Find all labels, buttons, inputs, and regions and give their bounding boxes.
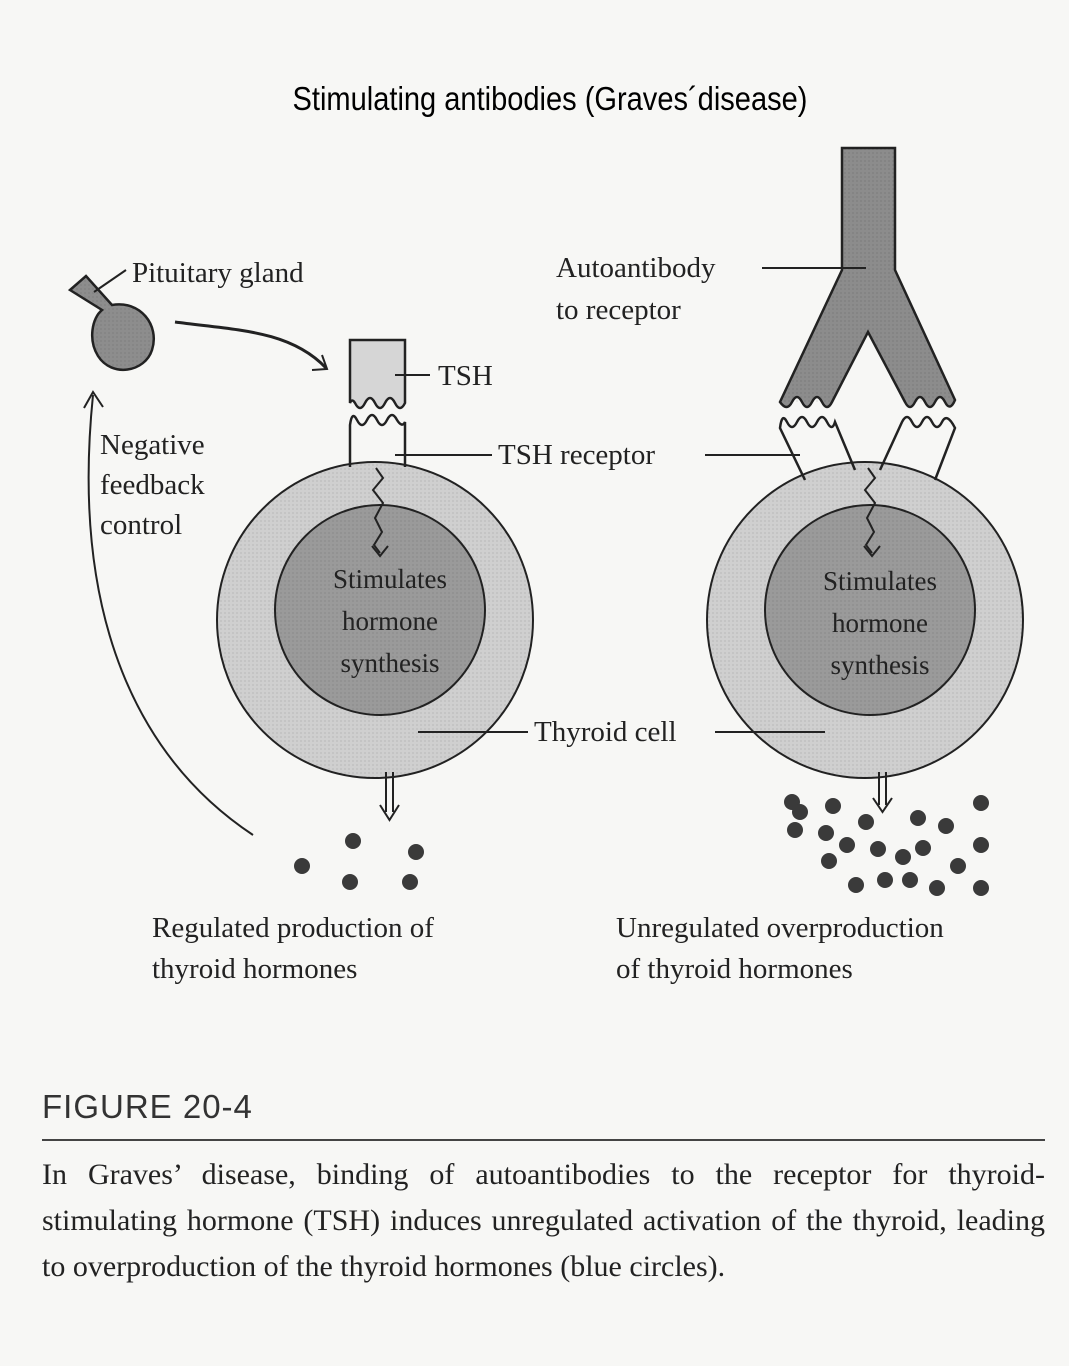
diagram-title: Stimulating antibodies (Graves´disease) bbox=[292, 80, 808, 117]
thyroid-cell-label: Thyroid cell bbox=[534, 716, 677, 748]
tsh-hormone-icon bbox=[348, 338, 430, 410]
caption-divider bbox=[42, 1139, 1045, 1141]
hormone-dot bbox=[938, 818, 954, 834]
figure-caption: In Graves’ disease, binding of autoantib… bbox=[42, 1158, 1045, 1283]
hormone-dot bbox=[973, 880, 989, 896]
leader-lines bbox=[395, 267, 866, 733]
hormone-dot bbox=[792, 804, 808, 820]
hormone-dot bbox=[818, 825, 834, 841]
hormone-dot bbox=[294, 858, 310, 874]
hormone-dot bbox=[915, 840, 931, 856]
tsh-label: TSH bbox=[438, 360, 493, 392]
regulated-label-line1: Regulated production of bbox=[152, 912, 434, 944]
tsh-receptor-right bbox=[778, 415, 957, 558]
stimulates-label-left-1: Stimulates bbox=[333, 564, 447, 594]
hormone-dot bbox=[950, 858, 966, 874]
hormone-dot bbox=[858, 814, 874, 830]
hormone-dot bbox=[895, 849, 911, 865]
hormone-dot bbox=[787, 822, 803, 838]
hormone-dot bbox=[870, 841, 886, 857]
hormone-dot bbox=[342, 874, 358, 890]
hormone-dot bbox=[910, 810, 926, 826]
hormone-dot bbox=[402, 874, 418, 890]
hormone-dot bbox=[929, 880, 945, 896]
unregulated-label-line2: of thyroid hormones bbox=[616, 953, 853, 985]
hormone-dot bbox=[902, 872, 918, 888]
hormone-dot bbox=[345, 833, 361, 849]
stimulates-label-left-2: hormone bbox=[342, 606, 438, 636]
hormone-dot bbox=[408, 844, 424, 860]
hormone-dots-regulated bbox=[294, 833, 424, 890]
hormone-dot bbox=[825, 798, 841, 814]
hormone-dot bbox=[839, 837, 855, 853]
stimulates-label-right-1: Stimulates bbox=[823, 566, 937, 596]
hormone-dot bbox=[973, 837, 989, 853]
hormone-dot bbox=[821, 853, 837, 869]
stimulates-label-right-3: synthesis bbox=[830, 650, 930, 680]
output-arrow-left-icon bbox=[379, 772, 400, 822]
stimulates-label-right-2: hormone bbox=[832, 608, 928, 638]
tsh-receptor-left bbox=[348, 413, 407, 558]
autoantibody-label-line1: Autoantibody bbox=[556, 252, 716, 284]
stimulates-label-left-3: synthesis bbox=[340, 648, 440, 678]
pituitary-gland-label: Pituitary gland bbox=[132, 257, 304, 289]
hormone-dot bbox=[877, 872, 893, 888]
hormone-dot bbox=[973, 795, 989, 811]
regulated-label-line2: thyroid hormones bbox=[152, 953, 358, 985]
feedback-label-line2: feedback bbox=[100, 469, 205, 501]
secretion-arrow-icon bbox=[174, 320, 329, 371]
autoantibody-label-line2: to receptor bbox=[556, 294, 681, 326]
pituitary-gland-icon bbox=[67, 269, 155, 371]
hormone-dots-unregulated bbox=[784, 794, 989, 896]
feedback-label-line3: control bbox=[100, 509, 183, 541]
tsh-receptor-label: TSH receptor bbox=[498, 439, 656, 471]
thyroid-cell-left bbox=[216, 461, 534, 779]
figure-label: FIGURE 20-4 bbox=[42, 1088, 253, 1125]
thyroid-cell-right bbox=[706, 461, 1024, 779]
feedback-label-line1: Negative bbox=[100, 429, 205, 461]
unregulated-label-line1: Unregulated overproduction bbox=[616, 912, 944, 944]
feedback-arrow-icon bbox=[83, 390, 254, 836]
output-arrow-right-icon bbox=[872, 772, 893, 814]
diagram-canvas bbox=[67, 146, 1024, 896]
hormone-dot bbox=[848, 877, 864, 893]
autoantibody-icon bbox=[778, 146, 957, 409]
